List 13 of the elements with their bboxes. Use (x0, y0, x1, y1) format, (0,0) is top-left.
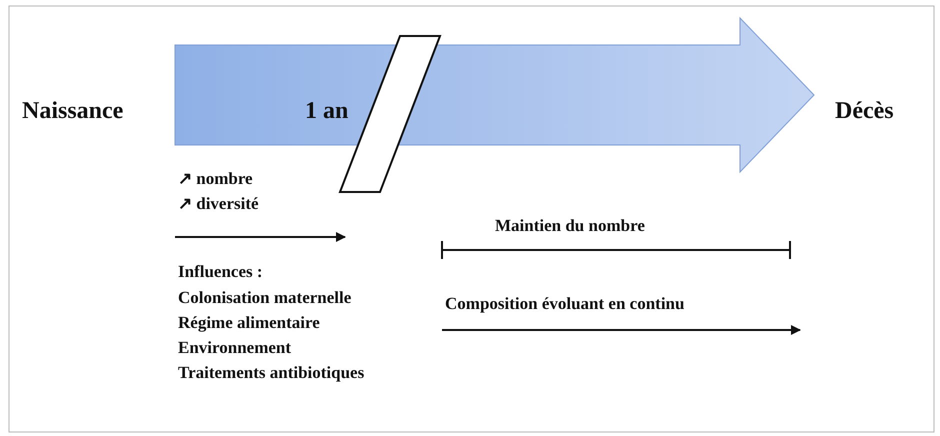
trend-label: ↗ diversité (178, 193, 259, 214)
list-item: Colonisation maternelle (178, 288, 352, 308)
list-item: Traitements antibiotiques (178, 363, 364, 383)
phase-label: Composition évoluant en continu (445, 294, 684, 314)
timeline-arrow-drawing (174, 16, 815, 193)
trend-label: ↗ nombre (178, 168, 253, 189)
phase-label: Maintien du nombre (495, 216, 645, 236)
time-label: 1 an (305, 98, 348, 125)
list-item: Environnement (178, 338, 292, 358)
endpoint-label: Naissance (22, 98, 124, 125)
list-heading: Influences : (178, 262, 263, 282)
endpoint-label: Décès (835, 98, 894, 125)
list-item: Régime alimentaire (178, 313, 320, 333)
